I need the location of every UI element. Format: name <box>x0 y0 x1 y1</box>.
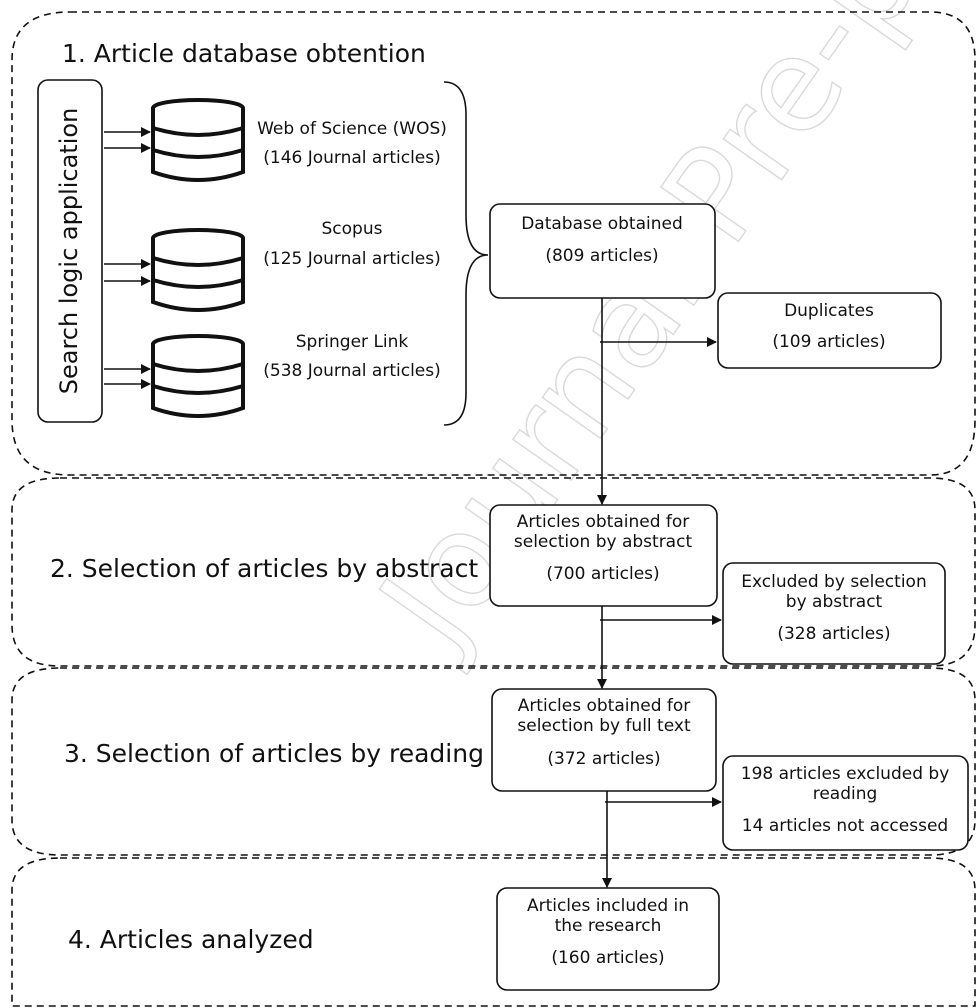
database-obtained-count: (809 articles) <box>545 246 658 266</box>
database-icon <box>151 334 245 418</box>
reading-excluded-line3: 14 articles not accessed <box>742 816 948 836</box>
section-title-2: 2. Selection of articles by abstract <box>50 554 478 583</box>
database-name: Springer Link <box>296 332 409 352</box>
included-line1: Articles included in <box>527 896 689 916</box>
abstract-obtained-count: (700 articles) <box>546 564 659 584</box>
included-count: (160 articles) <box>551 948 664 968</box>
section-3-border <box>11 667 976 856</box>
fulltext-obtained-line1: Articles obtained for <box>518 696 691 716</box>
section-title-3: 3. Selection of articles by reading <box>64 739 484 768</box>
abstract-obtained-line2: selection by abstract <box>514 532 693 552</box>
included-line2: the research <box>555 916 662 936</box>
flow-connectors <box>597 298 722 888</box>
reading-excluded-box <box>722 755 969 851</box>
section-2-border <box>11 477 976 667</box>
search-logic-box <box>37 79 103 423</box>
abstract-excluded-box <box>722 562 946 665</box>
database-icon <box>151 98 245 182</box>
database-icon <box>151 228 245 312</box>
abstract-excluded-line2: by abstract <box>786 592 883 612</box>
search-logic-label: Search logic application <box>55 108 83 395</box>
reading-excluded-line2: reading <box>813 784 878 804</box>
database-count: (125 Journal articles) <box>263 249 441 269</box>
search-to-db-arrows <box>104 127 151 389</box>
section-1-border <box>11 11 976 476</box>
reading-excluded-line1: 198 articles excluded by <box>741 764 950 784</box>
abstract-obtained-box <box>489 504 718 607</box>
fulltext-obtained-box <box>491 688 717 792</box>
abstract-obtained-line1: Articles obtained for <box>517 512 690 532</box>
abstract-excluded-line1: Excluded by selection <box>741 572 926 592</box>
database-count: (538 Journal articles) <box>263 361 441 381</box>
section-title-4: 4. Articles analyzed <box>68 925 314 954</box>
fulltext-obtained-line2: selection by full text <box>517 716 691 736</box>
fulltext-obtained-count: (372 articles) <box>547 749 660 769</box>
section-4-border <box>11 857 976 1007</box>
database-obtained-title: Database obtained <box>521 214 683 234</box>
curly-brace <box>443 81 489 426</box>
database-name: Web of Science (WOS) <box>257 119 447 139</box>
duplicates-box <box>717 292 942 369</box>
database-name: Scopus <box>322 219 383 239</box>
duplicates-title: Duplicates <box>784 301 874 321</box>
abstract-excluded-count: (328 articles) <box>777 624 890 644</box>
section-title-1: 1. Article database obtention <box>62 39 426 68</box>
database-count: (146 Journal articles) <box>263 148 441 168</box>
duplicates-count: (109 articles) <box>772 332 885 352</box>
included-box <box>496 887 720 991</box>
